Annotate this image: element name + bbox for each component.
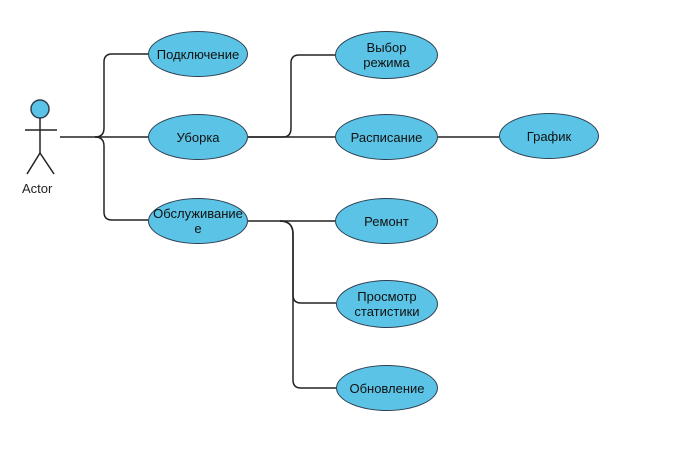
usecase-stats[interactable]: Просмотр статистики — [336, 280, 438, 328]
actor-leg-left — [26, 152, 41, 175]
usecase-service[interactable]: Обслуживание е — [148, 198, 248, 244]
connector-service-stats — [279, 220, 336, 304]
connector-actor-connect — [94, 53, 148, 138]
actor-figure[interactable] — [25, 99, 57, 175]
connector-actor-service — [94, 136, 148, 221]
actor-label: Actor — [22, 181, 53, 196]
actor-leg-right — [39, 152, 55, 175]
connector-cleaning-mode — [248, 54, 335, 138]
usecase-connect[interactable]: Подключение — [148, 31, 248, 77]
usecase-chart[interactable]: График — [499, 113, 599, 159]
usecase-schedule[interactable]: Расписание — [335, 114, 438, 160]
usecase-cleaning[interactable]: Уборка — [148, 114, 248, 160]
usecase-mode[interactable]: Выбор режима — [335, 31, 438, 79]
actor-head — [30, 99, 50, 119]
connector-service-update — [279, 220, 336, 389]
usecase-repair[interactable]: Ремонт — [335, 198, 438, 244]
usecase-update[interactable]: Обновление — [336, 365, 438, 411]
